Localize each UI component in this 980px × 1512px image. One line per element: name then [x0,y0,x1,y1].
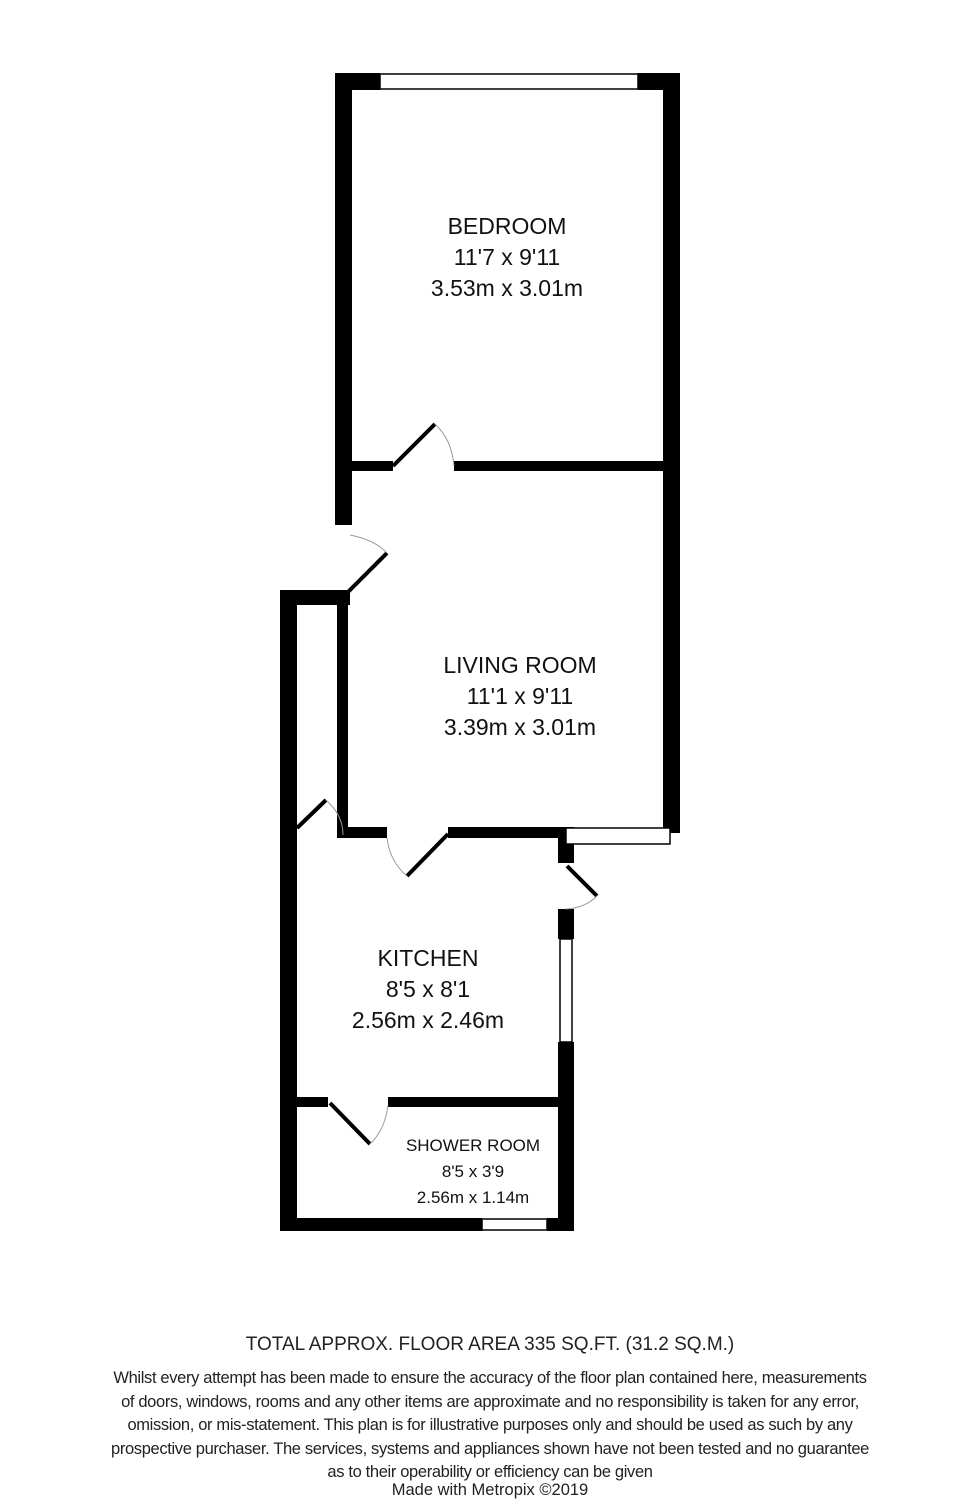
door-arc-corridor [325,799,344,836]
wall-partition-bedroom-right [454,461,680,471]
door-arcs [325,423,598,1145]
wall-shower-partition-right [388,1097,574,1107]
room-dimensions-imperial: 8'5 x 8'1 [385,976,471,1002]
room-dimensions-metric: 3.39m x 3.01m [443,714,597,740]
wall-shower-partition-left [280,1097,328,1107]
disclaimer-line: prospective purchaser. The services, sys… [111,1439,869,1458]
room-dimensions-metric: 2.56m x 2.46m [351,1007,505,1033]
room-label-kitchen: KITCHEN 8'5 x 8'1 2.56m x 2.46m [308,943,548,1036]
room-dimensions-metric: 3.53m x 3.01m [430,275,584,301]
room-dimensions-metric: 2.56m x 1.14m [416,1188,530,1207]
door-shower [328,1101,372,1146]
disclaimer-line: omission, or mis-statement. This plan is… [127,1416,853,1434]
wall-outer-left [280,590,297,1230]
door-corridor [295,798,328,830]
wall-bottom-left [280,1218,482,1231]
window-shower [481,1218,548,1231]
door-side [565,864,599,898]
room-label-living-room: LIVING ROOM 11'1 x 9'11 3.39m x 3.01m [400,650,640,743]
wall-living-left-lower [337,597,348,835]
wall-living-bottom-a [337,827,387,838]
wall-kitchen-right-b [558,1042,574,1230]
total-floor-area: TOTAL APPROX. FLOOR AREA 335 SQ.FT. (31.… [245,1334,735,1355]
door-entrance [341,551,389,599]
room-name: SHOWER ROOM [405,1136,541,1155]
room-dimensions-imperial: 11'7 x 9'11 [453,244,561,270]
wall-kitchen-right-a [558,909,574,939]
door-arc-shower [369,1104,389,1145]
room-name: BEDROOM [447,213,567,239]
disclaimer-line: Whilst every attempt has been made to en… [113,1369,867,1387]
wall-living-bottom-b [448,827,568,838]
room-label-bedroom: BEDROOM 11'7 x 9'11 3.53m x 3.01m [387,211,627,304]
door-arc-entrance [349,534,388,554]
window-kitchen [559,938,573,1043]
credit: Made with Metropix ©2019 [391,1481,589,1499]
wall-partition-bedroom-left [335,461,393,471]
room-dimensions-imperial: 8'5 x 3'9 [441,1162,505,1181]
door-arc-side [565,895,598,910]
door-arc-kitchen [386,837,408,877]
wall-corridor-top [280,590,350,605]
doors [295,422,599,1146]
disclaimer-line: as to their operability or efficiency ca… [327,1463,653,1481]
door-arc-bedroom [434,423,455,467]
wall-bottom-right [547,1218,574,1231]
window-living [565,827,671,845]
wall-right [663,73,680,833]
room-dimensions-imperial: 11'1 x 9'11 [466,683,574,709]
wall-left-upper [335,73,352,525]
window-bedroom [379,73,639,90]
door-bedroom [391,422,437,468]
room-name: LIVING ROOM [443,652,597,678]
room-name: KITCHEN [377,945,479,971]
door-kitchen [405,832,450,878]
room-label-shower-room: SHOWER ROOM 8'5 x 3'9 2.56m x 1.14m [382,1133,564,1211]
windows [379,73,671,1231]
floor-plan [280,73,680,1231]
disclaimer-line: of doors, windows, rooms and any other i… [121,1392,859,1411]
disclaimer: Whilst every attempt has been made to en… [0,1367,980,1485]
